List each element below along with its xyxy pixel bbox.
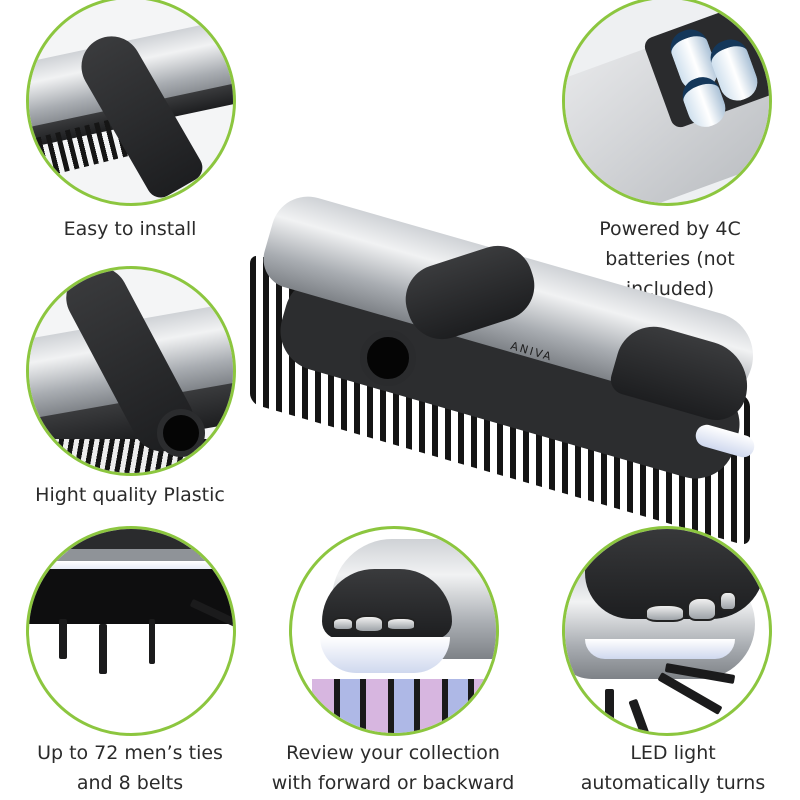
feature-image-plastic	[26, 266, 236, 476]
rack-hub	[29, 569, 233, 624]
feature-image-batteries	[562, 0, 772, 206]
feature-image-review	[289, 526, 499, 736]
power-button[interactable]	[354, 615, 384, 633]
backward-button[interactable]	[645, 604, 685, 622]
hanger-fin	[605, 689, 614, 729]
brush-teeth	[49, 439, 233, 473]
hanger-fin	[59, 619, 67, 659]
power-button[interactable]	[687, 597, 717, 621]
feature-image-led	[562, 526, 772, 736]
caption-plastic: Hight quality Plastic	[35, 484, 225, 506]
hanger-fin	[628, 698, 651, 733]
caption-easy-install: Easy to install	[63, 218, 197, 240]
hanger-fin	[99, 624, 107, 674]
caption-review: Review your collection with forward or b…	[271, 742, 515, 794]
feature-image-easy-install	[26, 0, 236, 206]
feature-image-capacity	[26, 526, 236, 736]
led-light	[585, 639, 735, 659]
caption-led: LED light automatically turns	[580, 742, 766, 794]
forward-button[interactable]	[719, 591, 737, 611]
caption-capacity: Up to 72 men’s ties and 8 belts	[37, 742, 223, 794]
product-main-image: ANIVA	[245, 187, 765, 547]
backward-button[interactable]	[332, 617, 354, 631]
forward-button[interactable]	[386, 617, 416, 631]
connector-opening	[360, 330, 416, 386]
connector-opening	[157, 409, 205, 457]
led-light	[320, 637, 450, 673]
hanging-ties	[312, 679, 492, 733]
hanger-fin	[149, 619, 155, 664]
